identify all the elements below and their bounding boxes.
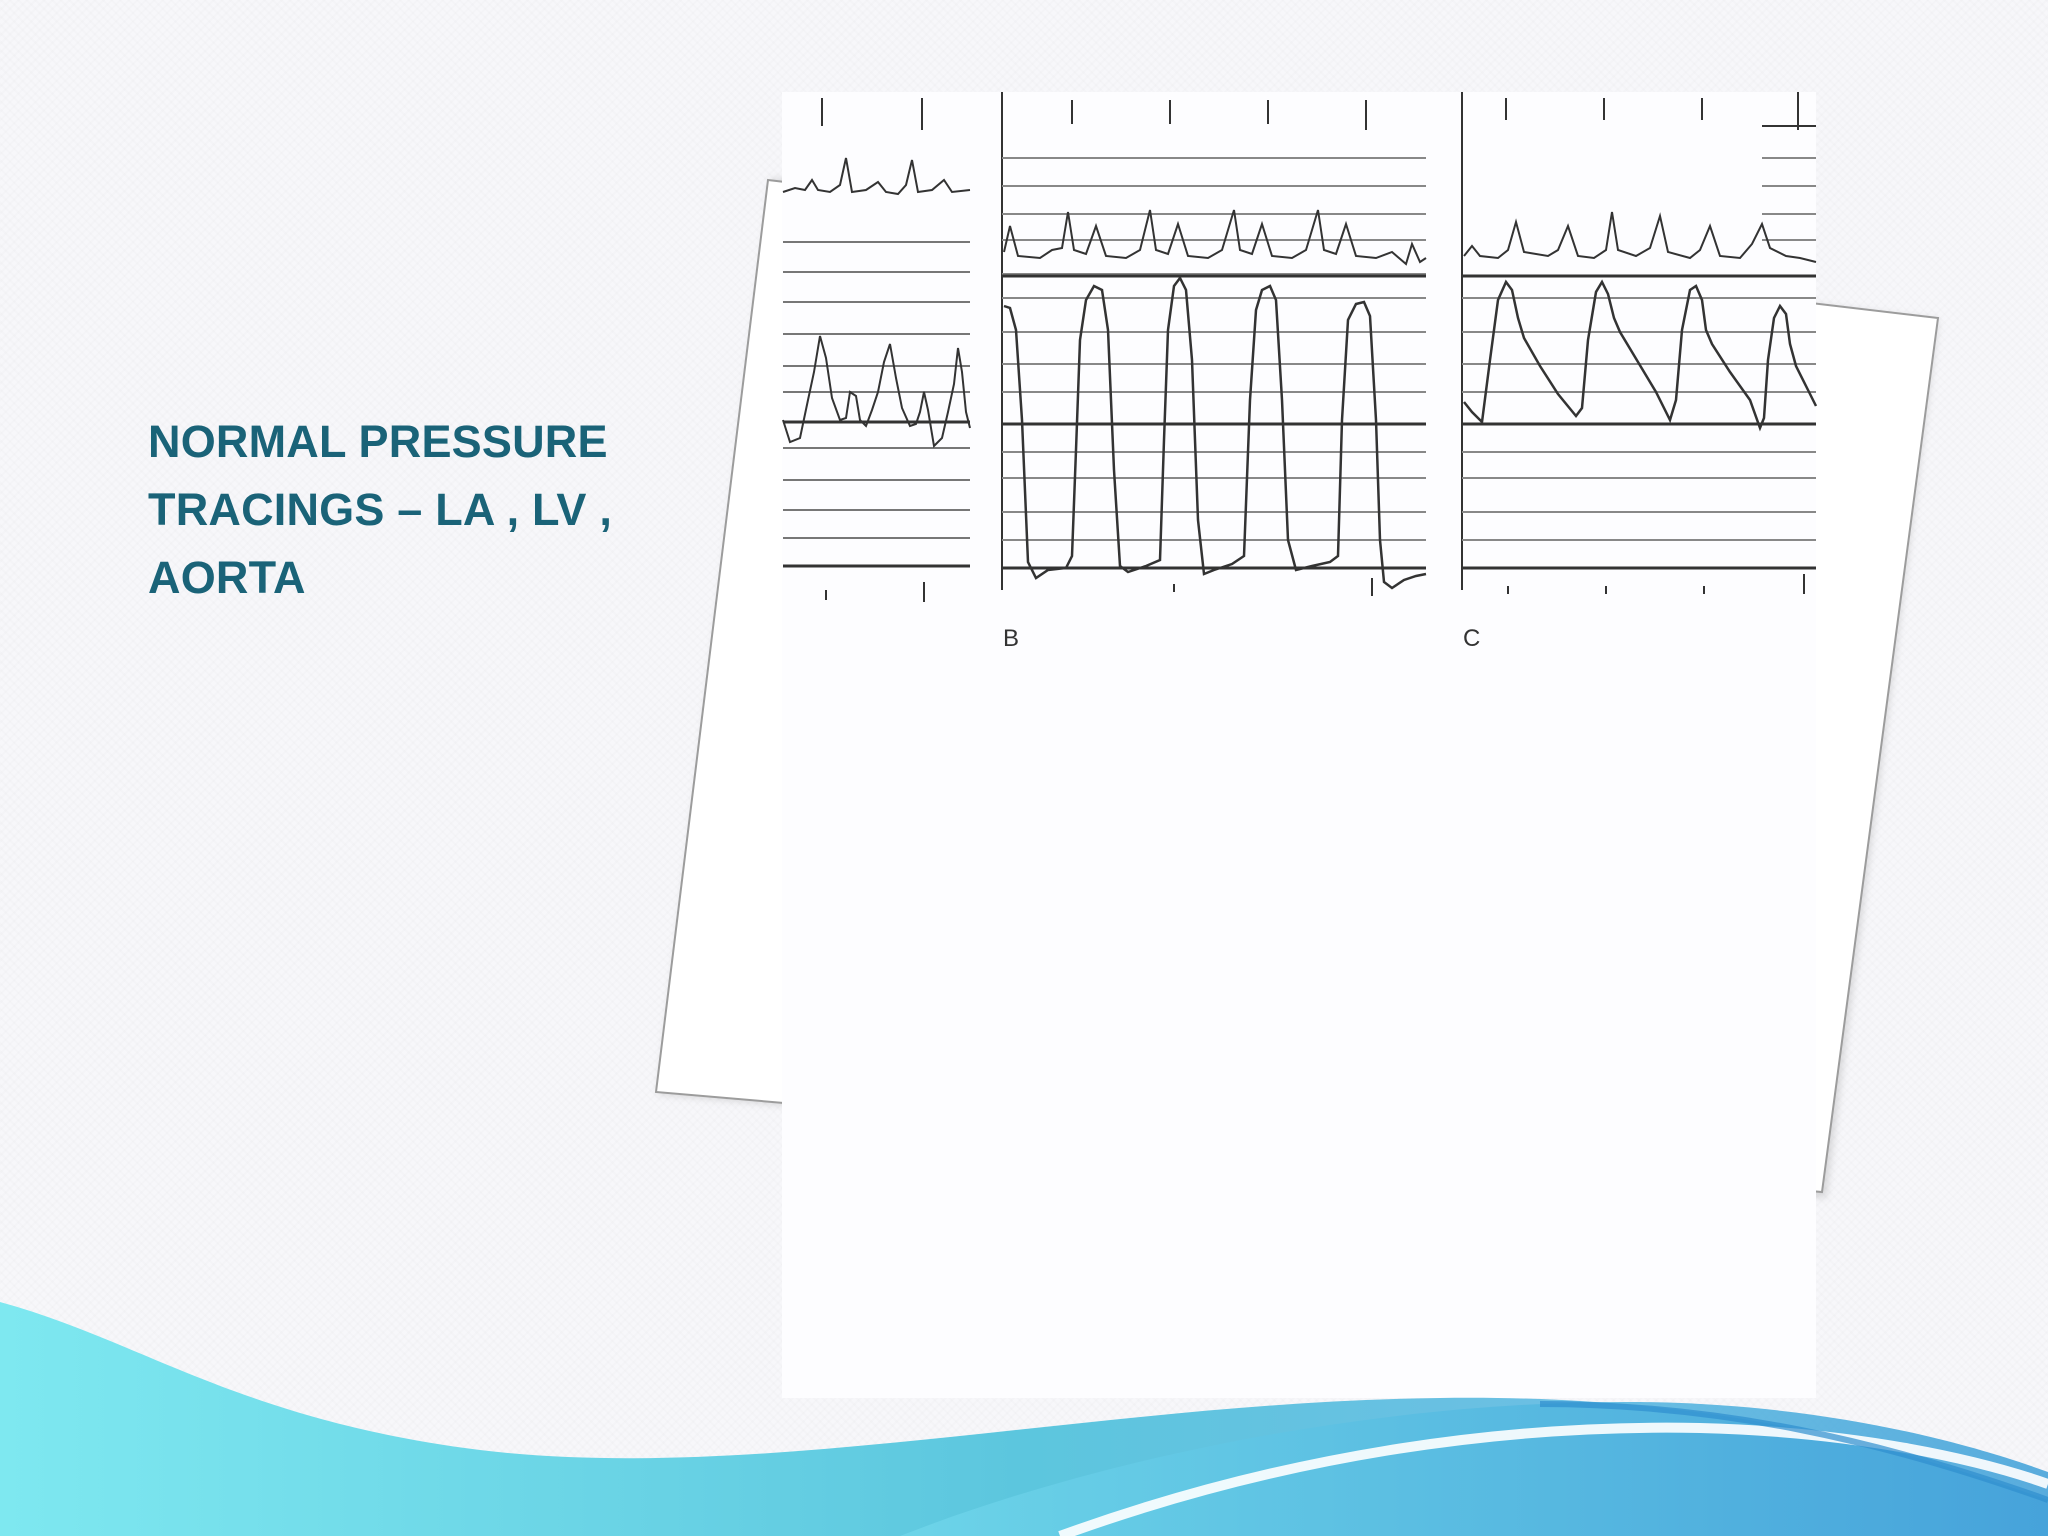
panel-a-la-tracing	[782, 98, 971, 602]
tracings-image	[782, 92, 1816, 1398]
panel-c-aorta-tracing: C	[1461, 92, 1818, 652]
panel-b-label: B	[1003, 625, 1019, 652]
slide-title: NORMAL PRESSURE TRACINGS – LA , LV , AOR…	[148, 416, 613, 603]
panel-c-label: C	[1463, 625, 1480, 652]
panel-b-lv-tracing: B	[1001, 92, 1427, 652]
